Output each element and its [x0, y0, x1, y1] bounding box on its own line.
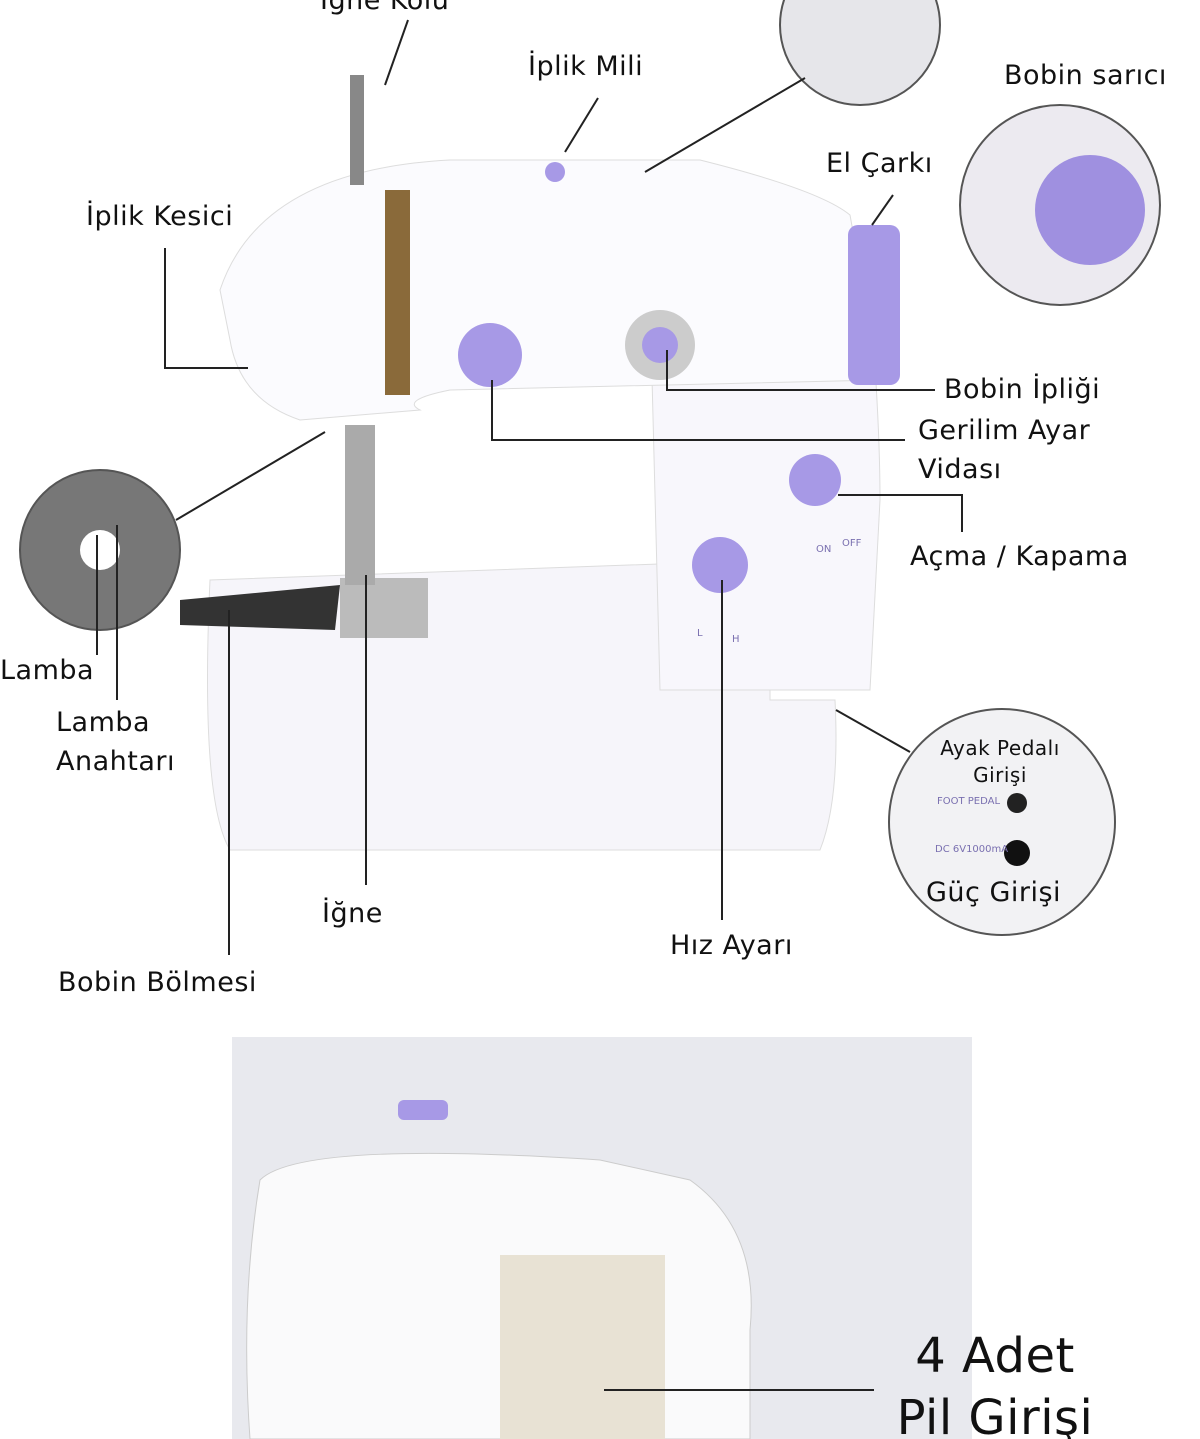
needle-plate — [340, 578, 428, 638]
label-needle-arm: İğne Kolu — [320, 0, 450, 16]
leader-lines — [96, 19, 963, 1391]
label-power-input: Güç Girişi — [926, 877, 1062, 908]
label-battery-2: Pil Girişi — [896, 1390, 1094, 1439]
label-speed: Hız Ayarı — [670, 930, 793, 961]
label-foot-pedal-1: Ayak Pedalı — [940, 736, 1060, 760]
battery-machine — [246, 1152, 752, 1439]
label-lamp-switch-2: Anahtarı — [56, 746, 175, 777]
power-switch — [789, 454, 841, 506]
label-thread-cutter: İplik Kesici — [86, 201, 234, 232]
thread-spindle — [545, 162, 565, 182]
label-lamp-switch-1: Lamba — [56, 707, 151, 738]
machine-arm — [219, 159, 881, 421]
presser-foot — [345, 425, 375, 585]
spool-pin — [350, 75, 364, 185]
tension-knob — [458, 323, 522, 387]
mark-off: OFF — [842, 538, 862, 549]
needle-arm-inset — [779, 0, 941, 106]
label-bobbin-compartment: Bobin Bölmesi — [58, 967, 257, 998]
bobbin-cover — [180, 585, 340, 630]
mark-foot-pedal: FOOT PEDAL — [937, 796, 1001, 807]
mark-on: ON — [816, 544, 832, 555]
label-needle: İğne — [322, 898, 383, 929]
thread-guide — [385, 190, 410, 395]
label-foot-pedal-2: Girişi — [973, 763, 1027, 787]
ports-inset — [888, 708, 1116, 936]
hand-wheel — [848, 225, 900, 385]
bobbin-thread-spool — [642, 327, 678, 363]
speed-switch — [692, 537, 748, 593]
battery-compartment — [500, 1255, 665, 1439]
mark-high: H — [732, 634, 740, 645]
label-bobbin-thread: Bobin İpliği — [944, 374, 1101, 405]
mark-low: L — [697, 628, 703, 639]
label-tension-2: Vidası — [918, 454, 1002, 485]
label-power-switch: Açma / Kapama — [910, 541, 1129, 572]
label-bobbin-winder: Bobin sarıcı — [1004, 60, 1167, 91]
label-hand-wheel: El Çarkı — [826, 148, 933, 179]
label-tension-1: Gerilim Ayar — [918, 415, 1091, 446]
mark-dc: DC 6V1000mA — [935, 844, 1009, 855]
label-thread-spindle: İplik Mili — [528, 51, 644, 82]
label-battery-1: 4 Adet — [915, 1328, 1075, 1384]
label-lamp: Lamba — [0, 655, 95, 686]
